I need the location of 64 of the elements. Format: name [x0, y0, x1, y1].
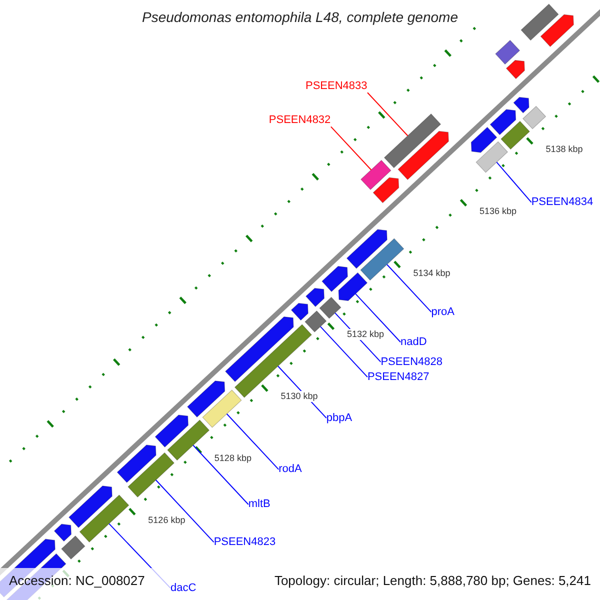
gene-label: mltB — [248, 497, 270, 512]
gene-label: pbpA — [326, 411, 352, 426]
gene-block — [360, 160, 392, 190]
gene-block — [290, 302, 308, 321]
gene-block — [128, 452, 175, 498]
leader-line — [386, 264, 432, 313]
gene-label: PSEEN4827 — [367, 370, 430, 384]
leader-line — [155, 480, 214, 543]
gene-block — [338, 272, 368, 302]
scale-label: 5130 kbp — [280, 391, 318, 402]
gene-block — [61, 535, 86, 560]
gene-block — [167, 420, 210, 461]
scale-label: 5128 kbp — [214, 452, 252, 464]
gene-block — [384, 113, 442, 168]
gene-block — [513, 96, 530, 114]
scale-label: 5134 kbp — [413, 268, 450, 278]
gene-label: PSEEN4828 — [380, 354, 442, 369]
scale-label: 5126 kbp — [148, 514, 186, 526]
accession-text: Accession: NC_008027 — [9, 574, 145, 588]
leader-line — [367, 92, 408, 136]
gene-block — [522, 106, 546, 130]
gene-block — [305, 288, 324, 308]
gene-label: dacC — [170, 581, 196, 596]
gene-label: PSEEN4834 — [531, 195, 594, 210]
leader-line — [320, 326, 368, 378]
gene-block — [322, 266, 348, 292]
gene-block — [360, 238, 404, 281]
gene-block — [186, 380, 226, 418]
scale-label: 5132 kbp — [346, 329, 384, 340]
gene-block — [346, 229, 388, 269]
gene-block — [202, 390, 242, 428]
gene-block — [319, 296, 342, 319]
gene-block — [68, 486, 112, 528]
leader-line — [226, 413, 280, 470]
scale-label: 5138 kbp — [546, 144, 583, 155]
gene-block — [495, 40, 520, 65]
gene-block — [490, 109, 516, 136]
gene-label: PSEEN4833 — [305, 78, 368, 93]
gene-label: PSEEN4832 — [268, 112, 331, 127]
gene-block — [506, 60, 525, 80]
leader-line — [192, 444, 249, 505]
genome-info-text: Topology: circular; Length: 5,888,780 bp; Genes: 5,241 — [274, 574, 591, 588]
map-title: Pseudomonas entomophila L48, complete genome — [141, 10, 459, 24]
gene-label: proA — [431, 305, 455, 320]
gene-label: PSEEN4823 — [214, 535, 276, 550]
gene-block — [540, 14, 574, 48]
gene-block — [520, 4, 559, 41]
scale-label: 5136 kbp — [479, 206, 517, 217]
gene-block — [224, 316, 294, 382]
gene-block — [116, 444, 156, 483]
leader-line — [496, 162, 532, 203]
gene-block — [154, 414, 188, 448]
gene-block — [500, 120, 530, 150]
gene-block — [54, 524, 72, 542]
gene-block — [398, 130, 449, 180]
leader-line — [355, 293, 402, 343]
gene-label: rodA — [278, 462, 302, 476]
gene-block — [476, 141, 508, 173]
gene-block — [304, 310, 327, 332]
gene-block — [79, 494, 130, 543]
gene-block — [470, 126, 498, 153]
gene-label: nadD — [400, 335, 427, 350]
leader-line — [330, 126, 372, 170]
gene-block — [372, 177, 400, 204]
